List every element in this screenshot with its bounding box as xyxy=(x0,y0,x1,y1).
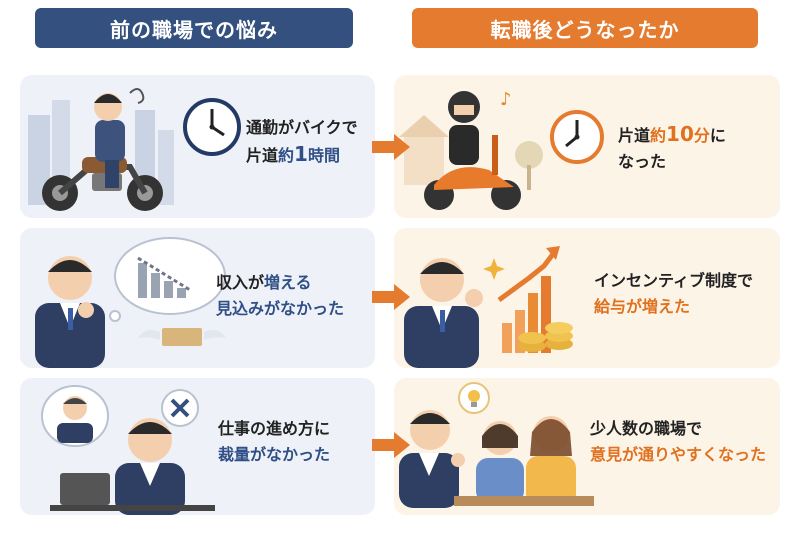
commute-illustration xyxy=(28,88,241,211)
svg-text:♪: ♪ xyxy=(500,89,512,110)
before-commute-line2: 片道約1時間 xyxy=(246,142,340,166)
before-income-line1: 収入が増える xyxy=(216,273,312,292)
after-panel-discretion: 少人数の職場で 意見が通りやすくなった xyxy=(394,378,780,515)
before-discretion-line2: 裁量がなかった xyxy=(218,445,331,464)
after-commute-line2: なった xyxy=(618,152,667,171)
incentive-illustration xyxy=(404,246,573,368)
before-income-line2: 見込みがなかった xyxy=(216,299,345,318)
header-after: 転職後どうなったか xyxy=(412,8,758,48)
after-discretion-line2: 意見が通りやすくなった xyxy=(590,445,767,464)
before-panel-commute: 通勤がバイクで 片道約1時間 xyxy=(20,75,375,218)
after-commute-line1: 片道約10分に xyxy=(618,122,726,146)
income-illustration xyxy=(35,237,226,368)
before-panel-discretion: 仕事の進め方に 裁量がなかった xyxy=(20,378,375,515)
after-income-line1: インセンティブ制度で xyxy=(594,271,754,290)
after-income-line2: 給与が増えた xyxy=(594,297,691,316)
after-discretion-line1: 少人数の職場で xyxy=(590,419,703,438)
scooter-illustration: ♪ xyxy=(399,89,604,210)
arrow-right-icon xyxy=(372,432,410,458)
discretion-illustration xyxy=(41,385,215,515)
before-commute-line1: 通勤がバイクで xyxy=(246,118,358,137)
arrow-right-icon xyxy=(372,134,410,160)
after-panel-commute: ♪ 片道約10分に なった xyxy=(394,75,780,218)
arrow-right-icon xyxy=(372,284,410,310)
after-panel-income: インセンティブ制度で 給与が増えた xyxy=(394,228,780,368)
small-team-illustration xyxy=(399,382,594,508)
before-panel-income: 収入が増える 見込みがなかった xyxy=(20,228,375,368)
header-before: 前の職場での悩み xyxy=(35,8,353,48)
before-discretion-line1: 仕事の進め方に xyxy=(218,419,331,438)
